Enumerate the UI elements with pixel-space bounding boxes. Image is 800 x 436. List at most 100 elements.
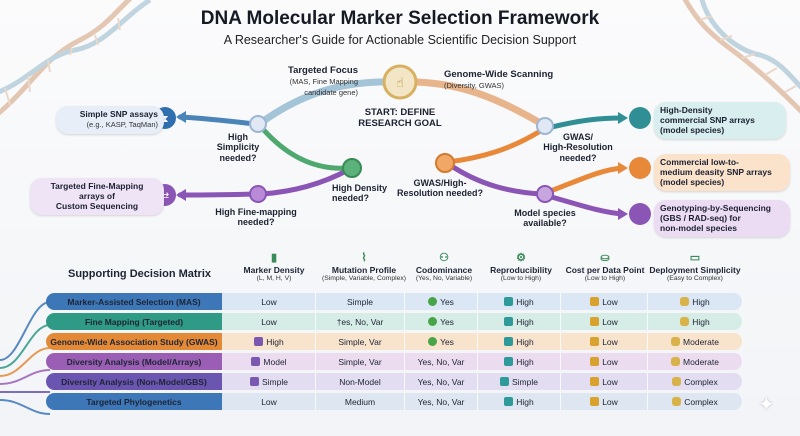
table-row: Genome-Wide Association Study (GWAS)High…: [46, 333, 743, 350]
outcome-low-medium: Commercial low-to- medium deasity SNP ar…: [654, 154, 790, 192]
cell-indicator-icon: [590, 376, 600, 386]
matrix-col-1: ⌇Mutation Profile(Simple, Variable, Comp…: [320, 252, 408, 283]
matrix-cell: Yes: [405, 293, 478, 310]
matrix-col-5: ▭Deployment Simplicity(Easy to Complex): [648, 252, 742, 283]
q-gwas-mid: GWAS/High- Resolution needed?: [396, 178, 483, 199]
matrix-row-label: Marker-Assisted Selection (MAS): [46, 293, 223, 310]
matrix-cell: High: [478, 293, 561, 310]
cell-indicator-icon: [680, 316, 690, 326]
q-gwas-right: GWAS/ High-Resolution needed?: [543, 132, 613, 163]
matrix-cell: Low: [561, 353, 648, 370]
cell-indicator-icon: [671, 336, 681, 346]
matrix-cell: Low: [561, 313, 648, 330]
matrix-col-icon: ⚙: [516, 252, 526, 264]
matrix-cell: High: [648, 313, 743, 330]
matrix-col-name: Codominance: [415, 265, 473, 275]
matrix-col-sub: (Low to High): [584, 275, 626, 283]
cell-indicator-icon: [504, 356, 514, 366]
q-high-simplicity: High Simplicity needed?: [216, 132, 260, 163]
matrix-cell: Non-Model: [316, 373, 405, 390]
q-model-species: Model species available?: [514, 208, 576, 229]
cell-indicator-icon: [250, 376, 259, 386]
matrix-col-icon: ▭: [689, 252, 701, 264]
cell-indicator-icon: [590, 316, 600, 326]
matrix-cell: †es, No, Var: [316, 313, 405, 330]
q-high-fine-mapping: High Fine-mapping needed?: [215, 207, 297, 228]
cell-indicator-icon: [590, 396, 600, 406]
cell-indicator-icon: [428, 336, 438, 346]
cell-indicator-icon: [680, 296, 690, 306]
matrix-cell: Yes, No, Var: [405, 353, 478, 370]
cell-indicator-icon: [504, 336, 514, 346]
matrix-col-2: ⚇Codominance(Yes, No, Variable): [408, 252, 480, 283]
matrix-cell: Low: [561, 373, 648, 390]
matrix-cell: Complex: [648, 373, 743, 390]
dna-helix-left-icon: [0, 0, 152, 116]
matrix-cell: Low: [561, 333, 648, 350]
dna-helix-right-icon: [682, 0, 800, 114]
matrix-cell: Low: [223, 393, 316, 410]
matrix-row-label: Targeted Phylogenetics: [46, 393, 223, 410]
matrix-cell: High: [478, 333, 561, 350]
matrix-col-icon: ⌇: [361, 252, 367, 264]
matrix-cell: Simple: [316, 293, 405, 310]
matrix-col-sub: (Simple, Variable, Complex): [321, 275, 407, 283]
matrix-col-name: Deployment Simplicity: [649, 265, 741, 275]
cell-indicator-icon: [671, 356, 681, 366]
svg-text:⇄: ⇄: [161, 191, 169, 202]
page-subtitle: A Researcher's Guide for Actionable Scie…: [223, 33, 577, 47]
svg-text:☝: ☝: [396, 76, 404, 91]
matrix-col-name: Reproducibility: [490, 265, 552, 275]
targeted-focus-label: Targeted Focus (MAS, Fine Mapping candid…: [287, 65, 358, 97]
matrix-cell: Complex: [648, 393, 743, 410]
page-title: DNA Molecular Marker Selection Framework: [200, 8, 600, 29]
q-high-density: High Density needed?: [332, 183, 388, 204]
matrix-col-0: ▮Marker Density(L, M, H, V): [228, 252, 320, 283]
matrix-col-name: Mutation Profile: [331, 265, 397, 275]
matrix-cell: Yes, No, Var: [405, 393, 478, 410]
matrix-column-headers: ▮Marker Density(L, M, H, V)⌇Mutation Pro…: [228, 252, 750, 283]
matrix-cell: Simple, Var: [316, 353, 405, 370]
matrix-cell: Model: [223, 353, 316, 370]
matrix-row-label: Genome-Wide Association Study (GWAS): [46, 333, 223, 350]
matrix-cell: Moderate: [648, 333, 743, 350]
start-label: START: DEFINE RESEARCH GOAL: [358, 107, 442, 129]
cell-indicator-icon: [590, 296, 600, 306]
matrix-col-4: ⛀Cost per Data Point(Low to High): [562, 252, 648, 283]
outcome-simple-snp: Simple SNP assays(e.g., KASP, TaqMan): [56, 106, 164, 134]
cell-indicator-icon: [251, 356, 261, 366]
cell-indicator-icon: [504, 316, 514, 326]
matrix-cell: Simple: [478, 373, 561, 390]
matrix-cell: Low: [223, 313, 316, 330]
cell-indicator-icon: [672, 376, 682, 386]
cell-indicator-icon: [428, 316, 438, 326]
matrix-cell: Low: [561, 393, 648, 410]
cell-indicator-icon: [590, 336, 600, 346]
matrix-col-sub: (Low to High): [500, 275, 542, 283]
sparkle-icon: ✦: [758, 394, 775, 416]
cell-indicator-icon: [500, 376, 509, 386]
start-node: [382, 64, 418, 100]
svg-text:⧗: ⧗: [161, 114, 168, 125]
matrix-col-sub: (Yes, No, Variable): [415, 275, 473, 283]
matrix-cell: High: [478, 313, 561, 330]
genome-wide-label: Genome-Wide Scanning (Diversity, GWAS): [444, 69, 554, 90]
outcome-gbs: Genotyping-by-Sequencing (GBS / RAD-seq)…: [654, 200, 790, 238]
matrix-cell: Yes, No, Var: [405, 373, 478, 390]
cell-indicator-icon: [428, 296, 438, 306]
cell-indicator-icon: [254, 336, 264, 346]
matrix-cell: Simple, Var: [316, 333, 405, 350]
matrix-col-icon: ▮: [270, 252, 278, 264]
matrix-col-icon: ⛀: [600, 252, 610, 264]
matrix-cell: Moderate: [648, 353, 743, 370]
matrix-row-label: Diversity Analysis (Non-Model/GBS): [46, 373, 223, 390]
matrix-title: Supporting Decision Matrix: [68, 268, 212, 280]
cell-indicator-icon: [504, 396, 514, 406]
matrix-cell: Yes: [405, 333, 478, 350]
matrix-cell: High: [223, 333, 316, 350]
